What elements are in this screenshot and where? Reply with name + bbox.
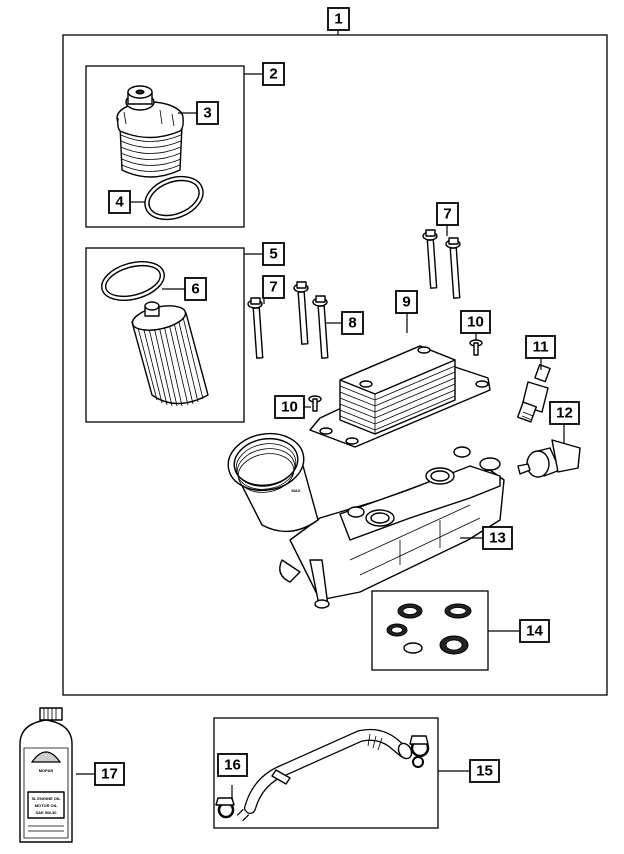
oil-pressure-sensor — [516, 364, 551, 423]
callout-9[interactable]: 9 — [395, 290, 418, 314]
filter-cap-group-frame — [85, 65, 245, 228]
callout-14[interactable]: 14 — [519, 619, 550, 643]
callout-7-upper-label: 7 — [443, 206, 451, 223]
callout-7-lower-label: 7 — [269, 279, 277, 296]
housing-max-mark: MAX — [292, 488, 301, 493]
o-ring-filter — [101, 261, 165, 301]
oil-bottle-line1: 5L ENGINE OIL — [32, 796, 61, 801]
screw-left — [308, 395, 322, 412]
callout-8[interactable]: 8 — [341, 311, 364, 335]
callout-13-label: 13 — [489, 530, 506, 547]
callout-9-label: 9 — [402, 294, 410, 311]
callout-2[interactable]: 2 — [262, 62, 285, 86]
callout-1-label: 1 — [334, 11, 342, 28]
oil-filter-element — [131, 301, 209, 407]
assembly-frame — [62, 34, 608, 696]
bolts-upper — [422, 229, 461, 299]
callout-1[interactable]: 1 — [327, 7, 350, 31]
callout-6[interactable]: 6 — [184, 277, 207, 301]
oil-cooler — [309, 345, 491, 448]
hose-group-frame — [213, 717, 439, 829]
callout-17-label: 17 — [101, 766, 118, 783]
callout-16-label: 16 — [224, 757, 241, 774]
screw-right — [469, 339, 483, 356]
oil-bottle-line3: SAE 5W-30 — [35, 810, 57, 815]
callout-12-label: 12 — [556, 405, 573, 422]
callout-8-label: 8 — [348, 315, 356, 332]
callout-5-label: 5 — [269, 246, 277, 263]
callout-4-label: 4 — [115, 194, 124, 211]
gasket-kit — [386, 603, 472, 655]
callout-10-right-label: 10 — [467, 314, 484, 331]
callout-15-label: 15 — [476, 763, 493, 780]
callout-7-upper[interactable]: 7 — [436, 202, 459, 226]
bolts-lower — [247, 281, 329, 359]
callout-11-label: 11 — [533, 339, 549, 356]
callout-14-label: 14 — [526, 623, 543, 640]
callout-7-lower[interactable]: 7 — [262, 275, 285, 299]
filter-element-group-frame — [85, 247, 245, 423]
oil-temperature-sensor — [517, 439, 581, 478]
filter-cap — [116, 85, 184, 178]
callout-2-label: 2 — [269, 66, 277, 83]
callout-11[interactable]: 11 — [525, 335, 556, 359]
callout-10-left-label: 10 — [281, 399, 298, 416]
callout-13[interactable]: 13 — [482, 526, 513, 550]
o-ring-cap — [144, 175, 204, 221]
callout-6-label: 6 — [191, 281, 199, 298]
hose-clamp-right — [409, 735, 430, 768]
oil-bottle-line2: MOTOR OIL — [35, 803, 58, 808]
callout-10-left[interactable]: 10 — [274, 395, 305, 419]
callout-3[interactable]: 3 — [196, 101, 219, 125]
hose-clamp-left — [215, 797, 235, 819]
coolant-hose — [236, 728, 413, 822]
callout-15[interactable]: 15 — [469, 759, 500, 783]
callout-16[interactable]: 16 — [217, 753, 248, 777]
callout-12[interactable]: 12 — [549, 401, 580, 425]
callout-5[interactable]: 5 — [262, 242, 285, 266]
callout-4[interactable]: 4 — [108, 190, 131, 214]
oil-filter-housing: MAX — [227, 432, 505, 609]
callout-10-right[interactable]: 10 — [460, 310, 491, 334]
oil-bottle-brand: MOPAR — [39, 768, 54, 773]
callout-3-label: 3 — [203, 105, 211, 122]
engine-oil-bottle: MOPAR 5L ENGINE OIL MOTOR OIL SAE 5W-30 — [19, 707, 73, 843]
callout-17[interactable]: 17 — [94, 762, 125, 786]
